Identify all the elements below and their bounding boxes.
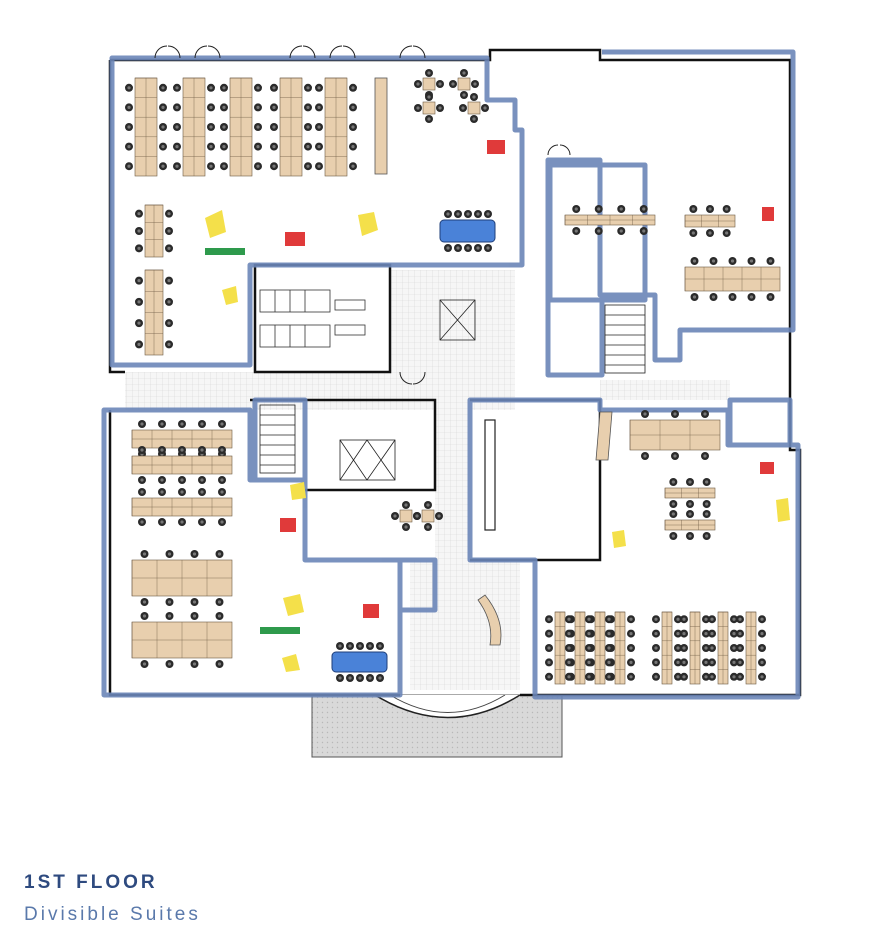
counter-north <box>374 77 388 175</box>
floor-subtitle: Divisible Suites <box>24 904 201 925</box>
cafe-table <box>421 509 435 523</box>
office-yellow-3 <box>222 286 238 305</box>
huddle-table-red-5 <box>760 462 774 474</box>
desk-curved <box>595 411 613 461</box>
office-yellow-4 <box>283 594 304 616</box>
huddle-table-red-2 <box>487 140 505 154</box>
office-yellow-1 <box>205 210 226 238</box>
office-yellow-7 <box>776 498 790 522</box>
counter-data-room <box>484 419 496 531</box>
floor-title: 1ST FLOOR <box>24 872 158 893</box>
credenza-green-1 <box>205 248 245 255</box>
cafe-table <box>422 77 436 91</box>
office-yellow-2 <box>358 212 378 236</box>
stairs-and-elevators <box>259 299 646 481</box>
corridor-tiles <box>125 270 730 690</box>
cafe-table <box>399 509 413 523</box>
furniture-layer <box>125 69 781 685</box>
huddle-table-red-1 <box>285 232 305 246</box>
cafe-table <box>422 101 436 115</box>
huddle-table-red-4 <box>363 604 379 618</box>
credenza-green-2 <box>260 627 300 634</box>
office-yellow-5 <box>282 654 300 672</box>
floor-plan <box>101 45 802 758</box>
large-conference-table-south <box>331 651 388 673</box>
cafe-table <box>457 77 471 91</box>
room-details <box>205 77 790 673</box>
reception-desk <box>477 594 502 646</box>
office-yellow-6 <box>612 530 626 548</box>
north-doors <box>154 45 571 385</box>
cafe-table <box>467 101 481 115</box>
huddle-table-red-6 <box>762 207 774 221</box>
suite-outlines <box>101 49 801 700</box>
restroom-stalls <box>259 289 366 348</box>
huddle-table-red-3 <box>280 518 296 532</box>
entry-porch <box>311 694 563 758</box>
large-conference-table-north <box>439 219 496 243</box>
office-yellow-8 <box>290 482 306 500</box>
